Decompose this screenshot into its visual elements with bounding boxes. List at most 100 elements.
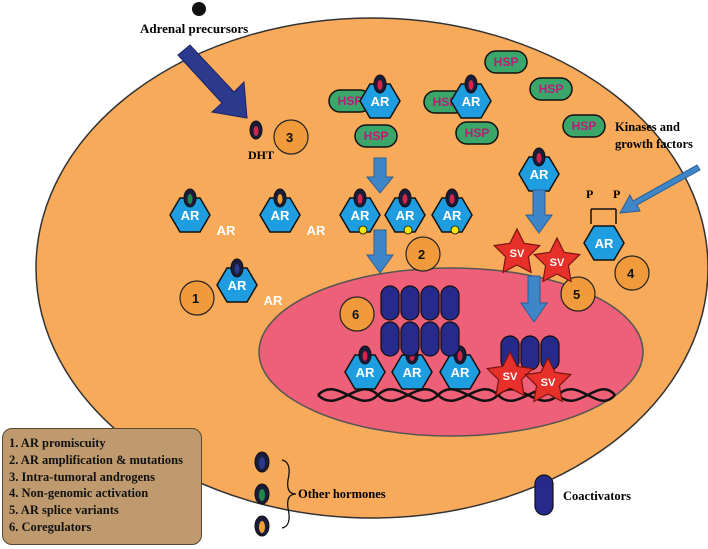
coactivator: [420, 321, 440, 357]
sv-star: SV: [485, 350, 535, 397]
arrow-down-1: [365, 157, 395, 194]
svg-text:HSP: HSP: [364, 129, 389, 143]
svg-text:AR: AR: [351, 208, 370, 223]
svg-text:AR: AR: [307, 223, 326, 238]
number-5: 5: [560, 276, 596, 312]
other-hormones-label: Other hormones: [298, 487, 386, 501]
dht-label: DHT: [248, 148, 274, 162]
svg-text:HSP: HSP: [465, 126, 490, 140]
other-hormones-legend: Other hormones: [254, 451, 386, 537]
svg-text:AR: AR: [271, 208, 290, 223]
dht-ligand: [249, 120, 263, 140]
ar-receptor: AR: [391, 345, 433, 390]
sv-star: SV: [492, 227, 542, 274]
svg-text:AR: AR: [228, 278, 247, 293]
coactivator: [380, 285, 400, 321]
coactivators-label: Coactivators: [563, 489, 631, 503]
flow-arrows: [365, 157, 701, 323]
hsp-pill: HSP: [562, 114, 606, 138]
coactivators-legend: Coactivators: [534, 474, 631, 516]
coactivator: [440, 321, 460, 357]
legend-item: 1. AR promiscuity: [9, 436, 106, 450]
svg-text:HSP: HSP: [539, 82, 564, 96]
svg-text:AR: AR: [181, 208, 200, 223]
svg-text:6: 6: [352, 307, 359, 322]
ar-receptor: AR: [344, 345, 386, 390]
svg-text:SV: SV: [550, 257, 565, 269]
legend-item: 3. Intra-tumoral androgens: [9, 469, 155, 484]
coactivator: [400, 285, 420, 321]
hsp-pill: HSP: [455, 121, 499, 145]
svg-text:AR: AR: [264, 293, 283, 308]
ar-receptor: AR: [450, 74, 492, 119]
hsp-pill: HSP: [354, 124, 398, 148]
svg-text:P: P: [586, 187, 593, 201]
svg-text:SV: SV: [503, 371, 518, 383]
sv-star: SV: [523, 356, 573, 403]
ar-receptor: AR: [518, 147, 560, 192]
svg-text:AR: AR: [462, 94, 481, 109]
svg-text:AR: AR: [371, 94, 390, 109]
sv-group: SV SV SV SV: [485, 227, 582, 403]
coactivator: [520, 335, 540, 371]
svg-text:AR: AR: [356, 365, 375, 380]
number-1: 1: [179, 280, 215, 316]
ar-receptor: AR: [339, 188, 381, 235]
hsp-pill: HSP: [484, 50, 528, 74]
svg-text:HSP: HSP: [572, 119, 597, 133]
svg-text:P: P: [613, 187, 620, 201]
kinases-label-line2: growth factors: [615, 137, 693, 151]
svg-text:AR: AR: [217, 223, 236, 238]
arrow-down-2: [366, 229, 394, 274]
legend-item: 4. Non-genomic activation: [9, 486, 149, 501]
coactivator-group: [380, 285, 560, 371]
coactivator: [380, 321, 400, 357]
ar-receptor: AR AR: [259, 188, 326, 238]
svg-text:5: 5: [573, 287, 580, 302]
coactivator: [400, 321, 420, 357]
hsp-group: HSP HSP HSP HSP HSP HSP HSP: [328, 50, 606, 148]
svg-text:1: 1: [192, 291, 199, 306]
ar-receptor: AR: [359, 74, 401, 119]
hsp-pill: HSP: [529, 77, 573, 101]
svg-text:HSP: HSP: [494, 55, 519, 69]
svg-text:AR: AR: [443, 208, 462, 223]
svg-text:AR: AR: [595, 236, 614, 251]
svg-text:AR: AR: [403, 365, 422, 380]
kinases-label-line1: Kinases and: [615, 120, 680, 134]
svg-text:SV: SV: [510, 248, 525, 260]
coactivator: [420, 285, 440, 321]
ar-receptor: AR: [384, 188, 426, 235]
legend-item: 6. Coregulators: [9, 519, 92, 534]
sv-star: SV: [532, 236, 582, 283]
svg-text:2: 2: [418, 247, 425, 262]
phospho-ar: P P: [586, 187, 620, 224]
svg-text:HSP: HSP: [338, 94, 363, 108]
mechanism-legend: 1. AR promiscuity 2. AR amplification & …: [2, 428, 202, 545]
number-4: 4: [614, 255, 650, 291]
svg-text:4: 4: [627, 266, 635, 281]
ar-receptor: AR: [431, 188, 473, 235]
legend-item: 2. AR amplification & mutations: [9, 452, 183, 467]
arrow-down-4: [520, 275, 548, 323]
adrenal-precursors-label: Adrenal precursors: [140, 21, 248, 36]
kinase-arrow: [619, 164, 701, 214]
number-3: 3: [273, 119, 309, 155]
adrenal-precursor-dot: [192, 2, 206, 16]
arrow-down-3: [525, 189, 553, 234]
svg-text:SV: SV: [541, 377, 556, 389]
ar-receptor: AR AR: [169, 188, 236, 238]
ar-receptor: AR AR: [216, 258, 283, 308]
legend-item: 5. AR splice variants: [9, 503, 119, 518]
coactivator: [440, 285, 460, 321]
adrenal-arrow: [177, 44, 248, 119]
svg-text:AR: AR: [396, 208, 415, 223]
number-6: 6: [339, 296, 375, 332]
ar-receptor: AR: [583, 225, 625, 261]
svg-text:AR: AR: [530, 167, 549, 182]
svg-text:3: 3: [286, 130, 293, 145]
svg-text:HSP: HSP: [433, 95, 458, 109]
